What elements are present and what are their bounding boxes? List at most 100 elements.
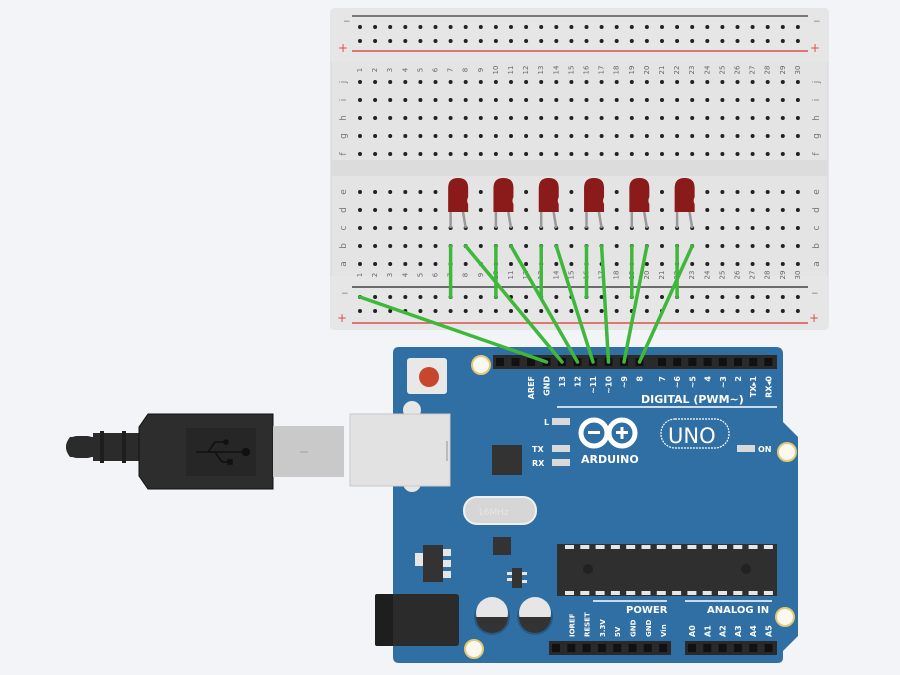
rail-hole[interactable] — [660, 295, 664, 299]
breadboard-hole[interactable] — [705, 134, 710, 138]
breadboard-hole[interactable] — [675, 116, 680, 120]
rail-hole[interactable] — [524, 295, 529, 299]
usb-cable[interactable] — [66, 413, 344, 490]
rail-hole[interactable] — [614, 309, 619, 313]
rail-hole[interactable] — [675, 25, 680, 29]
breadboard-hole[interactable] — [780, 98, 785, 102]
rail-hole[interactable] — [478, 39, 483, 43]
breadboard-hole[interactable] — [765, 208, 770, 212]
rail-hole[interactable] — [433, 295, 438, 299]
rail-hole[interactable] — [644, 309, 649, 313]
header-pin[interactable] — [749, 358, 758, 366]
breadboard-hole[interactable] — [433, 244, 438, 248]
breadboard-hole[interactable] — [463, 262, 468, 266]
breadboard-hole[interactable] — [735, 152, 740, 156]
breadboard-hole[interactable] — [720, 262, 725, 266]
rail-hole[interactable] — [569, 39, 574, 43]
rail-hole[interactable] — [780, 295, 785, 299]
breadboard-hole[interactable] — [614, 98, 619, 102]
breadboard-hole[interactable] — [690, 116, 695, 120]
breadboard-hole[interactable] — [448, 134, 453, 138]
breadboard-hole[interactable] — [795, 98, 800, 102]
breadboard-hole[interactable] — [795, 190, 800, 194]
breadboard-hole[interactable] — [373, 226, 378, 230]
breadboard-hole[interactable] — [720, 190, 725, 194]
breadboard-hole[interactable] — [765, 226, 770, 230]
breadboard-hole[interactable] — [493, 98, 498, 102]
breadboard-hole[interactable] — [750, 98, 755, 102]
signal-wire[interactable] — [622, 244, 649, 364]
rail-hole[interactable] — [705, 295, 710, 299]
rail-hole[interactable] — [418, 295, 423, 299]
breadboard-hole[interactable] — [720, 134, 725, 138]
rail-hole[interactable] — [629, 39, 634, 43]
breadboard-hole[interactable] — [720, 226, 725, 230]
rail-hole[interactable] — [599, 295, 604, 299]
rail-hole[interactable] — [388, 295, 393, 299]
signal-wire[interactable] — [463, 244, 564, 364]
breadboard-hole[interactable] — [433, 134, 438, 138]
rail-hole[interactable] — [720, 295, 725, 299]
rail-hole[interactable] — [403, 39, 408, 43]
breadboard-hole[interactable] — [584, 80, 589, 84]
breadboard-hole[interactable] — [720, 116, 725, 120]
rail-hole[interactable] — [780, 25, 785, 29]
header-pin[interactable] — [718, 644, 727, 652]
breadboard-hole[interactable] — [403, 98, 408, 102]
breadboard-hole[interactable] — [644, 134, 649, 138]
breadboard-hole[interactable] — [524, 152, 529, 156]
rail-hole[interactable] — [765, 295, 770, 299]
led[interactable] — [448, 178, 469, 229]
rail-hole[interactable] — [660, 39, 664, 43]
breadboard-hole[interactable] — [795, 80, 800, 84]
rail-hole[interactable] — [524, 39, 529, 43]
breadboard-hole[interactable] — [418, 116, 423, 120]
rail-hole[interactable] — [750, 39, 755, 43]
breadboard-hole[interactable] — [493, 152, 498, 156]
breadboard-hole[interactable] — [478, 152, 483, 156]
header-pin[interactable] — [659, 644, 668, 652]
breadboard-hole[interactable] — [358, 226, 362, 230]
breadboard-hole[interactable] — [660, 152, 664, 156]
breadboard-hole[interactable] — [660, 244, 664, 248]
breadboard-hole[interactable] — [750, 116, 755, 120]
breadboard-hole[interactable] — [614, 244, 619, 248]
rail-hole[interactable] — [660, 25, 664, 29]
rail-hole[interactable] — [463, 295, 468, 299]
breadboard-hole[interactable] — [750, 244, 755, 248]
rail-hole[interactable] — [463, 309, 468, 313]
rail-hole[interactable] — [584, 309, 589, 313]
header-pin[interactable] — [613, 644, 622, 652]
breadboard-hole[interactable] — [675, 152, 680, 156]
rail-hole[interactable] — [765, 39, 770, 43]
breadboard-hole[interactable] — [358, 134, 362, 138]
breadboard-hole[interactable] — [569, 262, 574, 266]
signal-wire[interactable] — [637, 244, 694, 364]
rail-hole[interactable] — [720, 25, 725, 29]
breadboard-hole[interactable] — [373, 98, 378, 102]
breadboard-hole[interactable] — [795, 262, 800, 266]
breadboard-hole[interactable] — [614, 152, 619, 156]
breadboard-hole[interactable] — [644, 98, 649, 102]
rail-hole[interactable] — [358, 25, 362, 29]
breadboard-hole[interactable] — [644, 152, 649, 156]
breadboard-hole[interactable] — [675, 98, 680, 102]
breadboard-hole[interactable] — [644, 116, 649, 120]
breadboard-hole[interactable] — [478, 244, 483, 248]
rail-hole[interactable] — [554, 25, 559, 29]
breadboard-hole[interactable] — [599, 116, 604, 120]
rail-hole[interactable] — [720, 39, 725, 43]
rail-hole[interactable] — [373, 309, 378, 313]
breadboard-hole[interactable] — [448, 98, 453, 102]
rail-hole[interactable] — [780, 309, 785, 313]
breadboard-hole[interactable] — [780, 244, 785, 248]
breadboard-hole[interactable] — [554, 80, 559, 84]
breadboard-hole[interactable] — [524, 116, 529, 120]
breadboard-hole[interactable] — [388, 262, 393, 266]
breadboard-hole[interactable] — [569, 98, 574, 102]
rail-hole[interactable] — [524, 25, 529, 29]
breadboard-hole[interactable] — [373, 190, 378, 194]
rail-hole[interactable] — [463, 39, 468, 43]
breadboard-hole[interactable] — [735, 262, 740, 266]
breadboard-hole[interactable] — [373, 244, 378, 248]
